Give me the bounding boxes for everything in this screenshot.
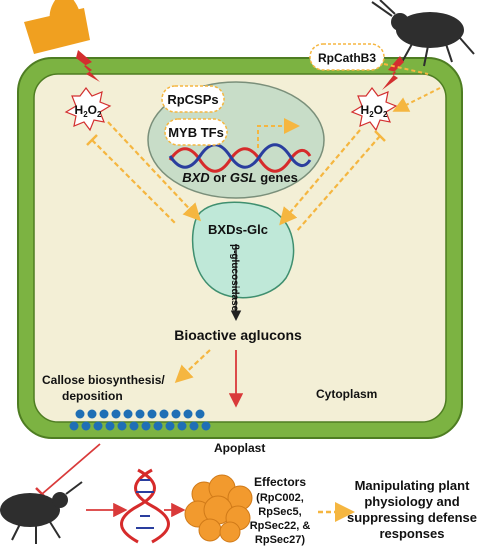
- h2o2-right-loop-arrow: [392, 87, 441, 112]
- h2o2-right-inhibit-bar: [374, 130, 386, 142]
- outcome-line1: Manipulating plant: [355, 478, 470, 493]
- bioactive-aglucons-label: Bioactive aglucons: [174, 327, 302, 343]
- callose-deposits: [69, 409, 211, 431]
- beta-glucosidase-label: β-glucosidase: [229, 244, 240, 312]
- effectors-line1: (RpC002,: [256, 492, 304, 504]
- outcome-line3: suppressing defense: [347, 510, 477, 525]
- aphid-icon-top: [371, 0, 475, 67]
- genes-label: BXD or GSL genes: [182, 170, 298, 185]
- cytoplasm-label: Cytoplasm: [316, 387, 377, 401]
- myb-tfs-bubble: [164, 118, 228, 146]
- outcome-line4: responses: [379, 526, 444, 541]
- rpcsps-bubble: [161, 85, 225, 113]
- rpcathb3-arrow: [383, 63, 429, 75]
- h2o2-left-inhibit-bar: [86, 134, 98, 146]
- h2o2-left-arrow-outer: [107, 121, 202, 222]
- lightning-icon: [76, 50, 100, 82]
- transcription-arrow: [257, 118, 300, 148]
- rpcsps-label: RpCSPs: [167, 92, 218, 107]
- effector-protein-icon: [184, 474, 253, 543]
- bxds-glc-label: BXDs-Glc: [208, 222, 268, 237]
- effectors-line2: RpSec5,: [258, 506, 301, 518]
- h2o2-right-arrow: [279, 129, 361, 226]
- outcome-line2: physiology and: [364, 494, 459, 509]
- apoplast-label: Apoplast: [214, 441, 265, 455]
- apoplast-inhibit-line: [41, 443, 101, 495]
- lightning-icon-right: [382, 56, 404, 90]
- effectors-title: Effectors: [254, 475, 306, 489]
- h2o2-right-label: H2O2: [361, 103, 388, 119]
- sun-icon: [24, 0, 90, 54]
- effectors-line4: RpSec27): [255, 534, 305, 546]
- myb-tfs-label: MYB TFs: [168, 125, 224, 140]
- vacuole: [191, 201, 295, 299]
- callose-arrow: [174, 349, 211, 384]
- h2o2-left-label: H2O2: [75, 103, 102, 119]
- dna-icon: [120, 468, 170, 544]
- effectors-line3: RpSec22, &: [250, 520, 311, 532]
- aphid-icon-bottom: [0, 481, 83, 544]
- rpcathb3-bubble: [309, 43, 385, 71]
- rpcathb3-label: RpCathB3: [318, 51, 376, 65]
- h2o2-right-burst: H2O2: [350, 87, 398, 132]
- callose-label-line1: Callose biosynthesis/: [42, 373, 165, 387]
- callose-label-line2: deposition: [62, 389, 123, 403]
- nucleus-dna-icon: [168, 143, 312, 173]
- h2o2-right-inhibit: [295, 135, 381, 233]
- h2o2-left-burst: H2O2: [64, 87, 112, 132]
- h2o2-left-inhibit: [91, 139, 177, 225]
